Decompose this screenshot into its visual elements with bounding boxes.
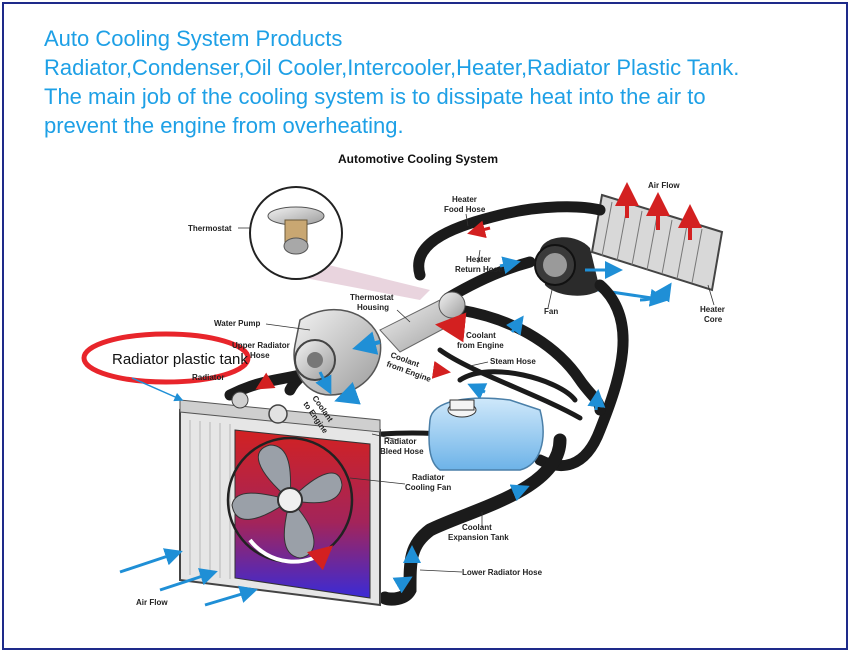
header-text-block: Auto Cooling System Products Radiator,Co… bbox=[44, 24, 834, 140]
label-radiator-bleed-hose-1: Radiator bbox=[384, 437, 416, 446]
label-thermostat-housing-1: Thermostat bbox=[350, 293, 394, 302]
water-pump bbox=[293, 308, 382, 405]
hose-flow-arrows bbox=[255, 220, 606, 594]
label-heater-food-hose-2: Food Hose bbox=[444, 205, 486, 214]
diagram-title: Automotive Cooling System bbox=[338, 152, 498, 166]
label-radiator: Radiator bbox=[192, 373, 224, 382]
label-coolant-expansion-tank-1: Coolant bbox=[462, 523, 492, 532]
label-heater-return-hose-2: Return Hose bbox=[455, 265, 503, 274]
leader-lines bbox=[238, 213, 715, 573]
label-water-pump: Water Pump bbox=[214, 319, 260, 328]
label-thermostat-housing-2: Housing bbox=[357, 303, 389, 312]
label-lower-radiator-hose: Lower Radiator Hose bbox=[462, 568, 543, 577]
label-air-flow-top: Air Flow bbox=[648, 181, 680, 190]
label-radiator-cooling-fan-1: Radiator bbox=[412, 473, 444, 482]
label-coolant-from-engine-1: Coolant bbox=[466, 331, 496, 340]
label-heater-core-1: Heater bbox=[700, 305, 725, 314]
radiator-plastic-tank-callout: Radiator plastic tank bbox=[81, 331, 251, 402]
air-flow-heater-arrows bbox=[615, 182, 702, 240]
air-flow-bottom-arrows bbox=[119, 548, 258, 607]
header-line-4: prevent the engine from overheating. bbox=[44, 113, 404, 138]
header-line-2: Radiator,Condenser,Oil Cooler,Intercoole… bbox=[44, 55, 740, 80]
thermostat-housing bbox=[379, 291, 467, 353]
label-coolant-expansion-tank-2: Expansion Tank bbox=[448, 533, 509, 542]
label-air-flow-bottom: Air Flow bbox=[136, 598, 168, 607]
label-thermostat: Thermostat bbox=[188, 224, 232, 233]
label-radiator-cooling-fan-2: Cooling Fan bbox=[405, 483, 451, 492]
label-radiator-bleed-hose-2: Bleed Hose bbox=[380, 447, 424, 456]
label-upper-radiator-hose-1: Upper Radiator bbox=[232, 341, 290, 350]
label-upper-radiator-hose-2: Hose bbox=[250, 351, 270, 360]
callout-label: Radiator plastic tank bbox=[112, 351, 248, 368]
thermostat-detail bbox=[249, 186, 430, 300]
label-heater-return-hose-1: Heater bbox=[466, 255, 491, 264]
coolant-expansion-tank bbox=[428, 397, 544, 471]
label-heater-food-hose-1: Heater bbox=[452, 195, 477, 204]
radiator-fan bbox=[226, 436, 354, 571]
label-coolant-from-engine-2: from Engine bbox=[457, 341, 504, 350]
label-heater-core-2: Core bbox=[704, 315, 723, 324]
header-line-3: The main job of the cooling system is to… bbox=[44, 84, 706, 109]
label-steam-hose: Steam Hose bbox=[490, 357, 536, 366]
label-fan: Fan bbox=[544, 307, 558, 316]
header-line-1: Auto Cooling System Products bbox=[44, 26, 343, 51]
heater-fan bbox=[534, 237, 672, 307]
